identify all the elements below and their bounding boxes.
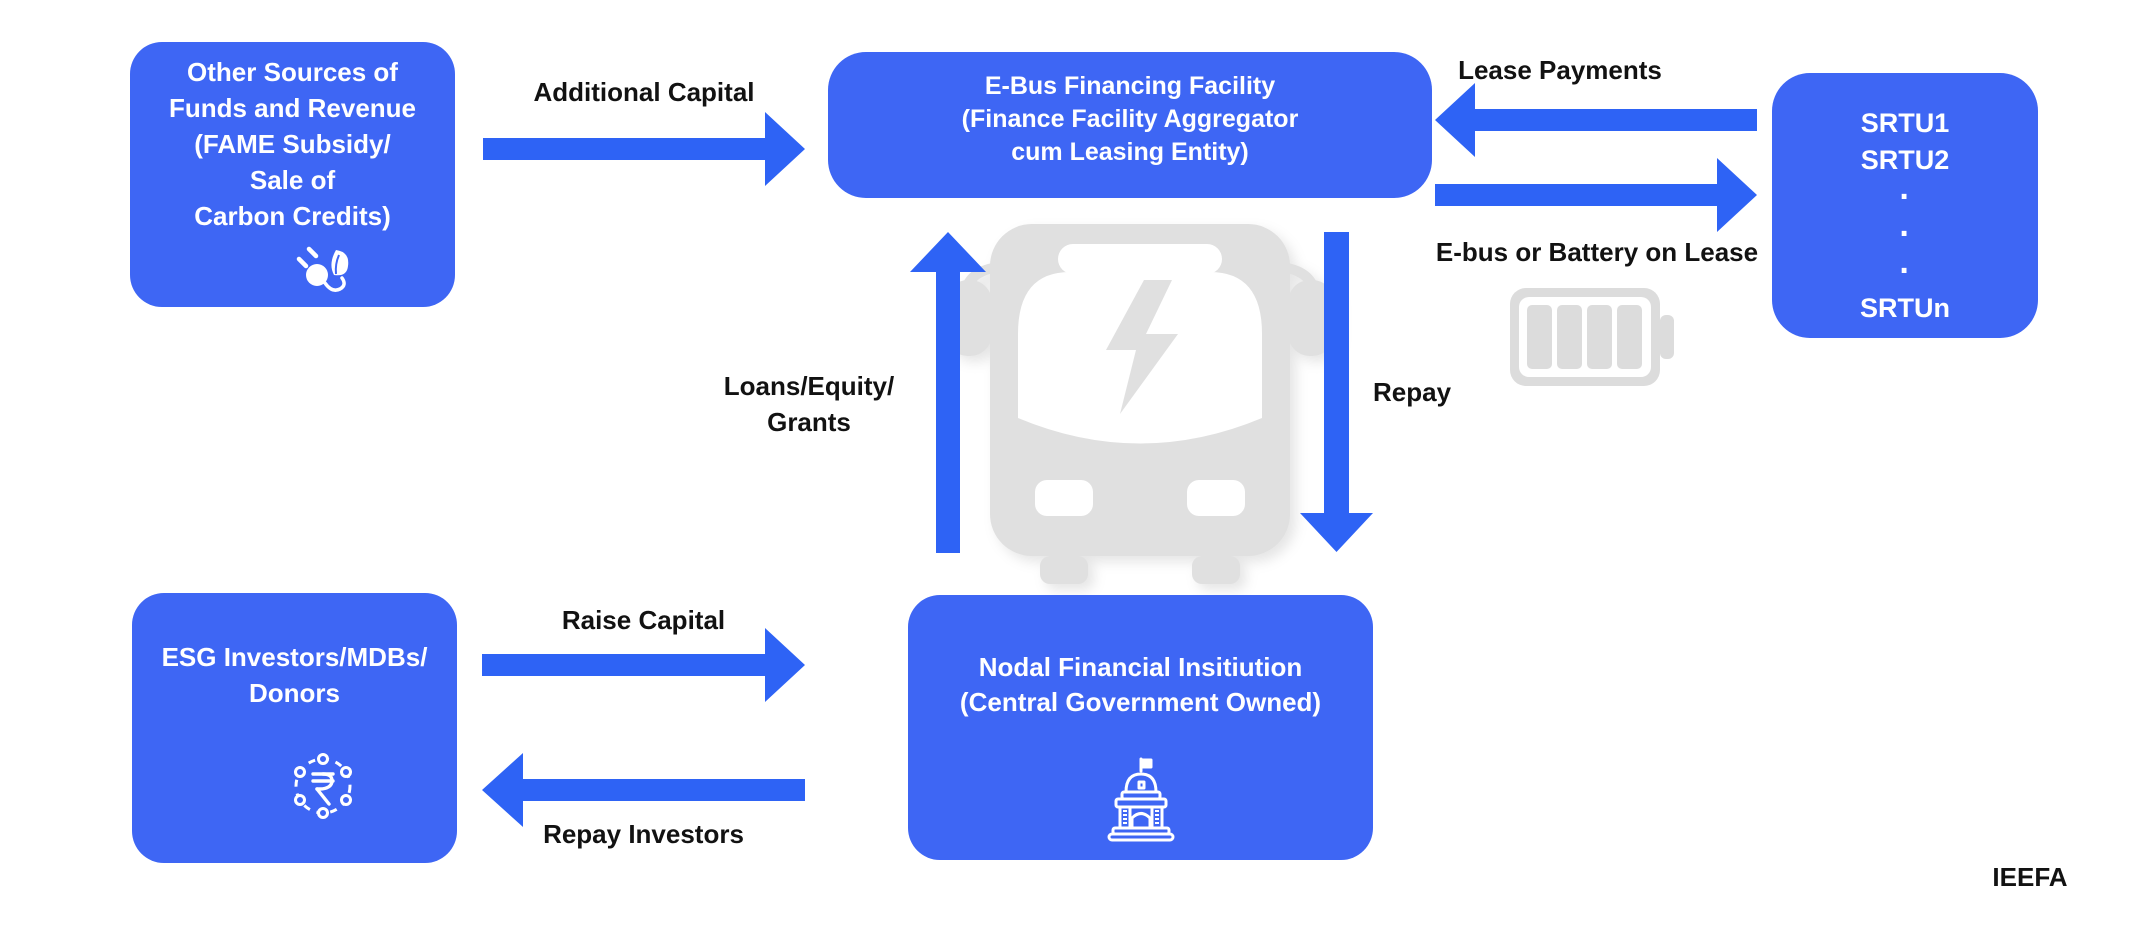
- esg-investors-box: ESG Investors/MDBs/ Donors: [132, 593, 457, 863]
- ebus-financing-facility-box: E-Bus Financing Facility (Finance Facili…: [828, 52, 1432, 198]
- text-line: (Central Government Owned): [959, 687, 1322, 717]
- lease-payments-arrow: [1435, 83, 1757, 157]
- text-line: Carbon Credits): [194, 201, 391, 231]
- other-sources-box: Other Sources of Funds and Revenue (FAME…: [130, 42, 455, 307]
- text-line: Donors: [249, 678, 340, 708]
- text-line: Sale of: [249, 165, 336, 195]
- srtu-box: SRTU1 SRTU2 · · · SRTUn: [1772, 73, 2038, 338]
- vertical-ellipsis-dot: ·: [1899, 215, 1911, 253]
- repay-investors-arrow: [482, 753, 805, 827]
- vertical-ellipsis-dot: ·: [1899, 252, 1911, 290]
- loans-equity-grants-arrow: [910, 232, 986, 553]
- text-line: Loans/Equity/: [723, 371, 895, 401]
- nodal-financial-institution-box: Nodal Financial Insitiution (Central Gov…: [908, 595, 1373, 860]
- text-line: SRTU1: [1860, 108, 1950, 138]
- government-building-icon: [1097, 756, 1185, 851]
- electric-bus-icon: [940, 222, 1340, 587]
- ieefa-credit: IEEFA: [1992, 862, 2068, 892]
- ebus-battery-lease-arrow: [1435, 158, 1757, 232]
- text-line: Other Sources of: [187, 57, 398, 87]
- raise-capital-arrow: [482, 628, 805, 702]
- additional-capital-arrow: [483, 112, 805, 186]
- additional-capital-label: Additional Capital: [533, 77, 755, 107]
- lease-payments-label: Lease Payments: [1458, 55, 1662, 85]
- text-line: Grants: [767, 407, 851, 437]
- text-line: (FAME Subsidy/: [194, 129, 391, 159]
- text-line: Funds and Revenue: [168, 93, 417, 123]
- text-line: SRTU2: [1860, 145, 1950, 175]
- vertical-ellipsis-dot: ·: [1899, 178, 1911, 216]
- plug-leaf-icon: [292, 242, 350, 305]
- text-line: SRTUn: [1860, 293, 1950, 323]
- ebus-battery-lease-label: E-bus or Battery on Lease: [1435, 237, 1759, 267]
- text-line: E-Bus Financing Facility: [984, 71, 1276, 100]
- loans-equity-grants-label: Loans/Equity/ Grants: [700, 368, 918, 440]
- battery-on-lease-icon: [1510, 288, 1676, 388]
- repay-label: Repay: [1373, 377, 1452, 407]
- raise-capital-label: Raise Capital: [561, 605, 726, 635]
- text-line: cum Leasing Entity): [1011, 137, 1249, 166]
- text-line: ESG Investors/MDBs/: [161, 642, 428, 672]
- text-line: (Finance Facility Aggregator: [961, 104, 1299, 133]
- repay-investors-label: Repay Investors: [543, 819, 744, 849]
- repay-arrow: [1300, 232, 1373, 552]
- text-line: Nodal Financial Insitiution: [978, 652, 1303, 682]
- rupee-coin-icon: [292, 751, 354, 830]
